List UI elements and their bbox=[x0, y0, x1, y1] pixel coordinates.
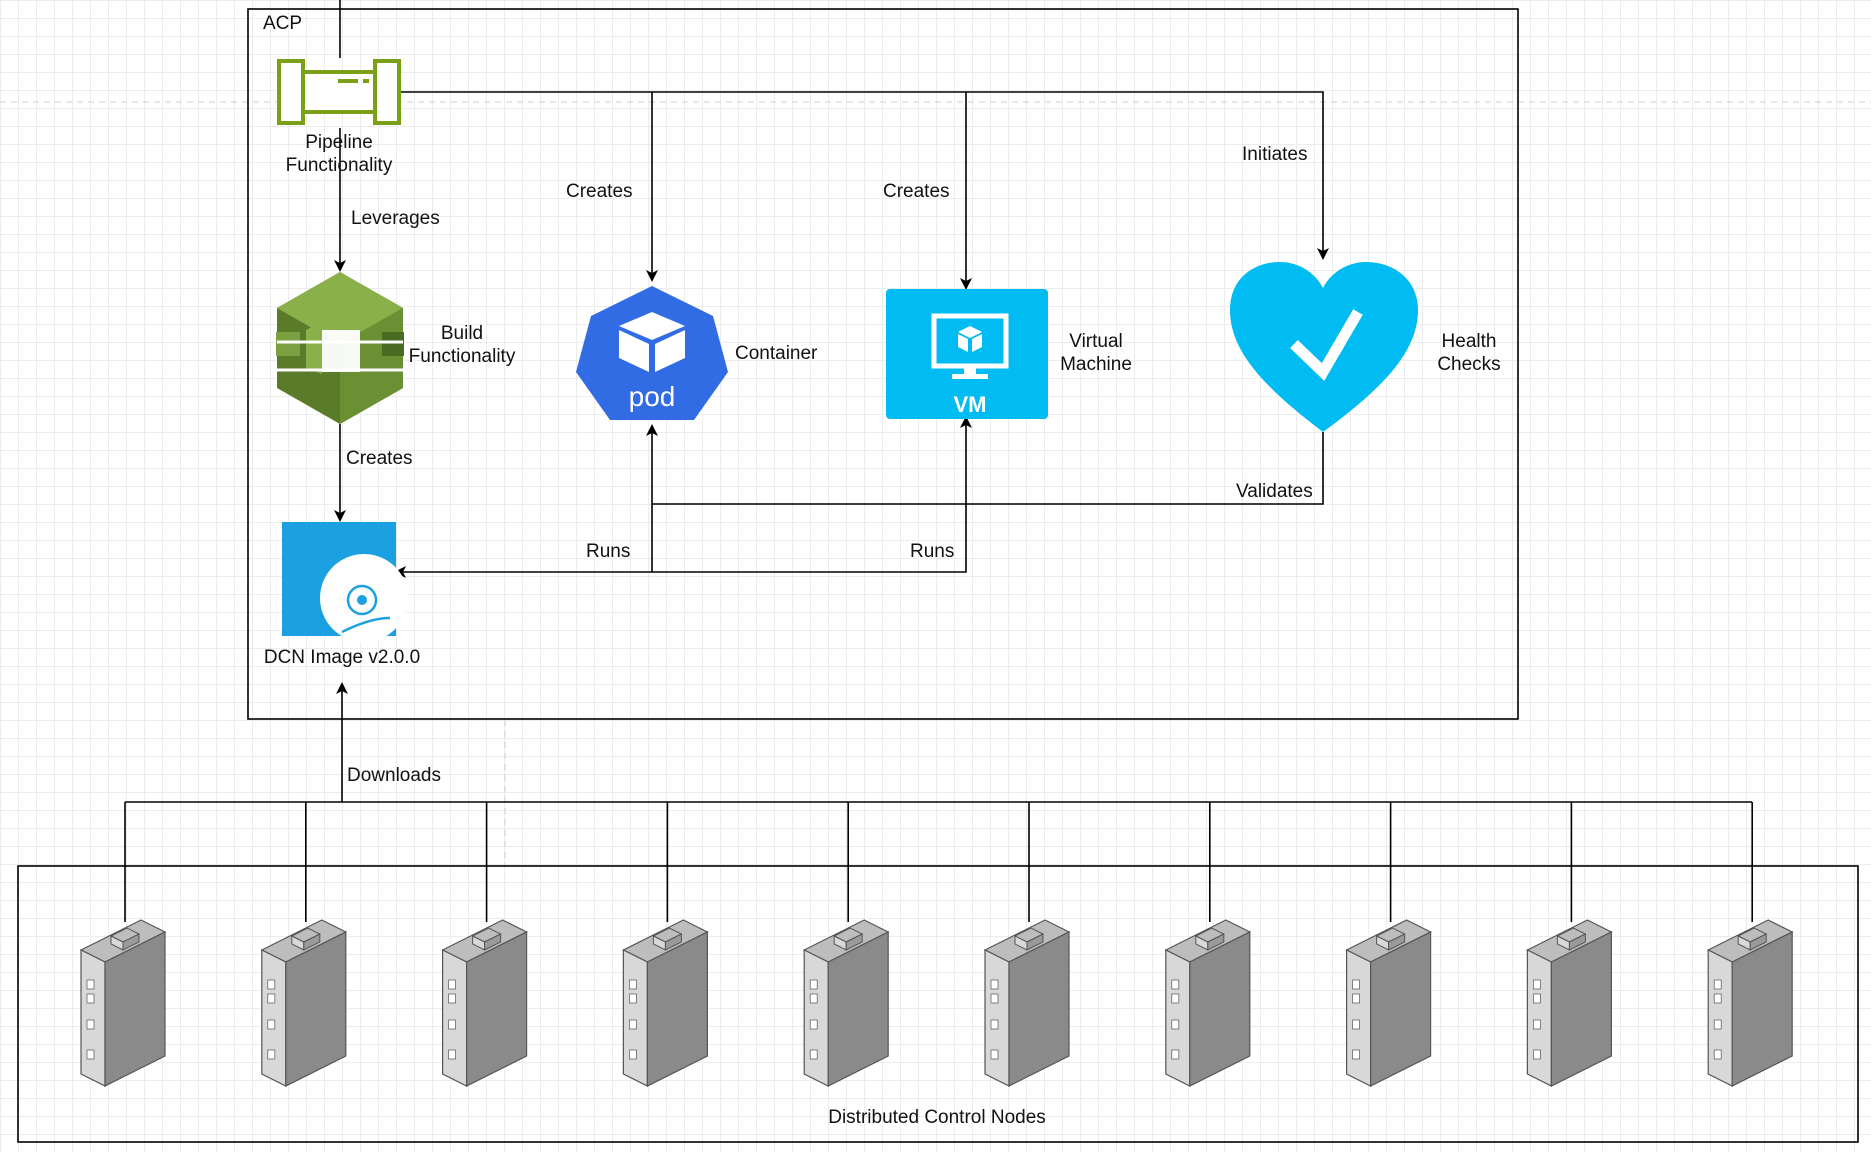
server-node-icon[interactable] bbox=[441, 919, 528, 1087]
pipeline-label: Pipeline Functionality bbox=[286, 131, 393, 177]
pipeline-label-line-1: Pipeline bbox=[305, 132, 373, 153]
edge-label-downloads: Downloads bbox=[347, 765, 441, 786]
virtual-machine-icon[interactable]: VM bbox=[886, 289, 1048, 419]
server-node-icon[interactable] bbox=[79, 919, 167, 1087]
server-node-icon[interactable] bbox=[622, 919, 709, 1087]
container-label: Container bbox=[735, 343, 818, 364]
acp-container[interactable] bbox=[247, 8, 1519, 720]
vm-label-line-1: Virtual bbox=[1069, 331, 1123, 352]
vm-icon-text: VM bbox=[954, 392, 987, 417]
server-node-icon[interactable] bbox=[802, 919, 890, 1087]
edge-runs-vm[interactable] bbox=[652, 416, 972, 573]
pipeline-label-line-2: Functionality bbox=[285, 155, 393, 176]
server-node-icon[interactable] bbox=[983, 919, 1071, 1087]
edge-label-validates: Validates bbox=[1236, 481, 1313, 502]
acp-title: ACP bbox=[263, 13, 303, 34]
kubernetes-pod-icon[interactable]: pod bbox=[576, 286, 728, 420]
disk-image-icon[interactable] bbox=[282, 522, 408, 642]
edge-label-leverages: Leverages bbox=[351, 208, 440, 229]
server-node-icon[interactable] bbox=[1345, 919, 1432, 1087]
server-node-icon[interactable] bbox=[260, 919, 348, 1087]
edge-label-creates-container: Creates bbox=[566, 181, 633, 202]
server-node-icon[interactable] bbox=[1164, 919, 1252, 1087]
dcn-group-container[interactable] bbox=[17, 865, 1859, 1143]
server-node-icon[interactable] bbox=[1706, 919, 1794, 1087]
vm-label: Virtual Machine bbox=[1060, 330, 1132, 376]
edge-health-validates[interactable] bbox=[652, 432, 1324, 505]
server-node-icon[interactable] bbox=[1526, 919, 1613, 1087]
edge-label-creates-image: Creates bbox=[346, 448, 413, 469]
connectors bbox=[124, 0, 1753, 922]
health-label: Health Checks bbox=[1437, 330, 1500, 376]
build-label-line-2: Functionality bbox=[408, 346, 516, 367]
edge-pipeline-to-health[interactable] bbox=[400, 91, 1329, 260]
build-cube-icon[interactable] bbox=[276, 272, 404, 424]
vm-label-line-2: Machine bbox=[1060, 354, 1132, 375]
pipeline-icon[interactable] bbox=[277, 59, 401, 125]
control-nodes bbox=[79, 919, 1794, 1087]
edge-label-runs-container: Runs bbox=[586, 541, 631, 562]
pod-icon-text: pod bbox=[629, 381, 676, 412]
health-label-line-2: Checks bbox=[1437, 354, 1501, 375]
build-label-line-1: Build bbox=[440, 323, 484, 344]
heart-check-icon[interactable] bbox=[1230, 262, 1418, 432]
build-label: Build Functionality bbox=[409, 322, 516, 368]
edge-label-runs-vm: Runs bbox=[910, 541, 955, 562]
edge-label-creates-vm: Creates bbox=[883, 181, 950, 202]
edge-label-initiates: Initiates bbox=[1242, 144, 1308, 165]
dcn-drop-lines bbox=[124, 802, 1753, 922]
image-label: DCN Image v2.0.0 bbox=[263, 647, 421, 668]
health-label-line-1: Health bbox=[1441, 331, 1497, 352]
dcn-group-label: Distributed Control Nodes bbox=[828, 1107, 1046, 1128]
